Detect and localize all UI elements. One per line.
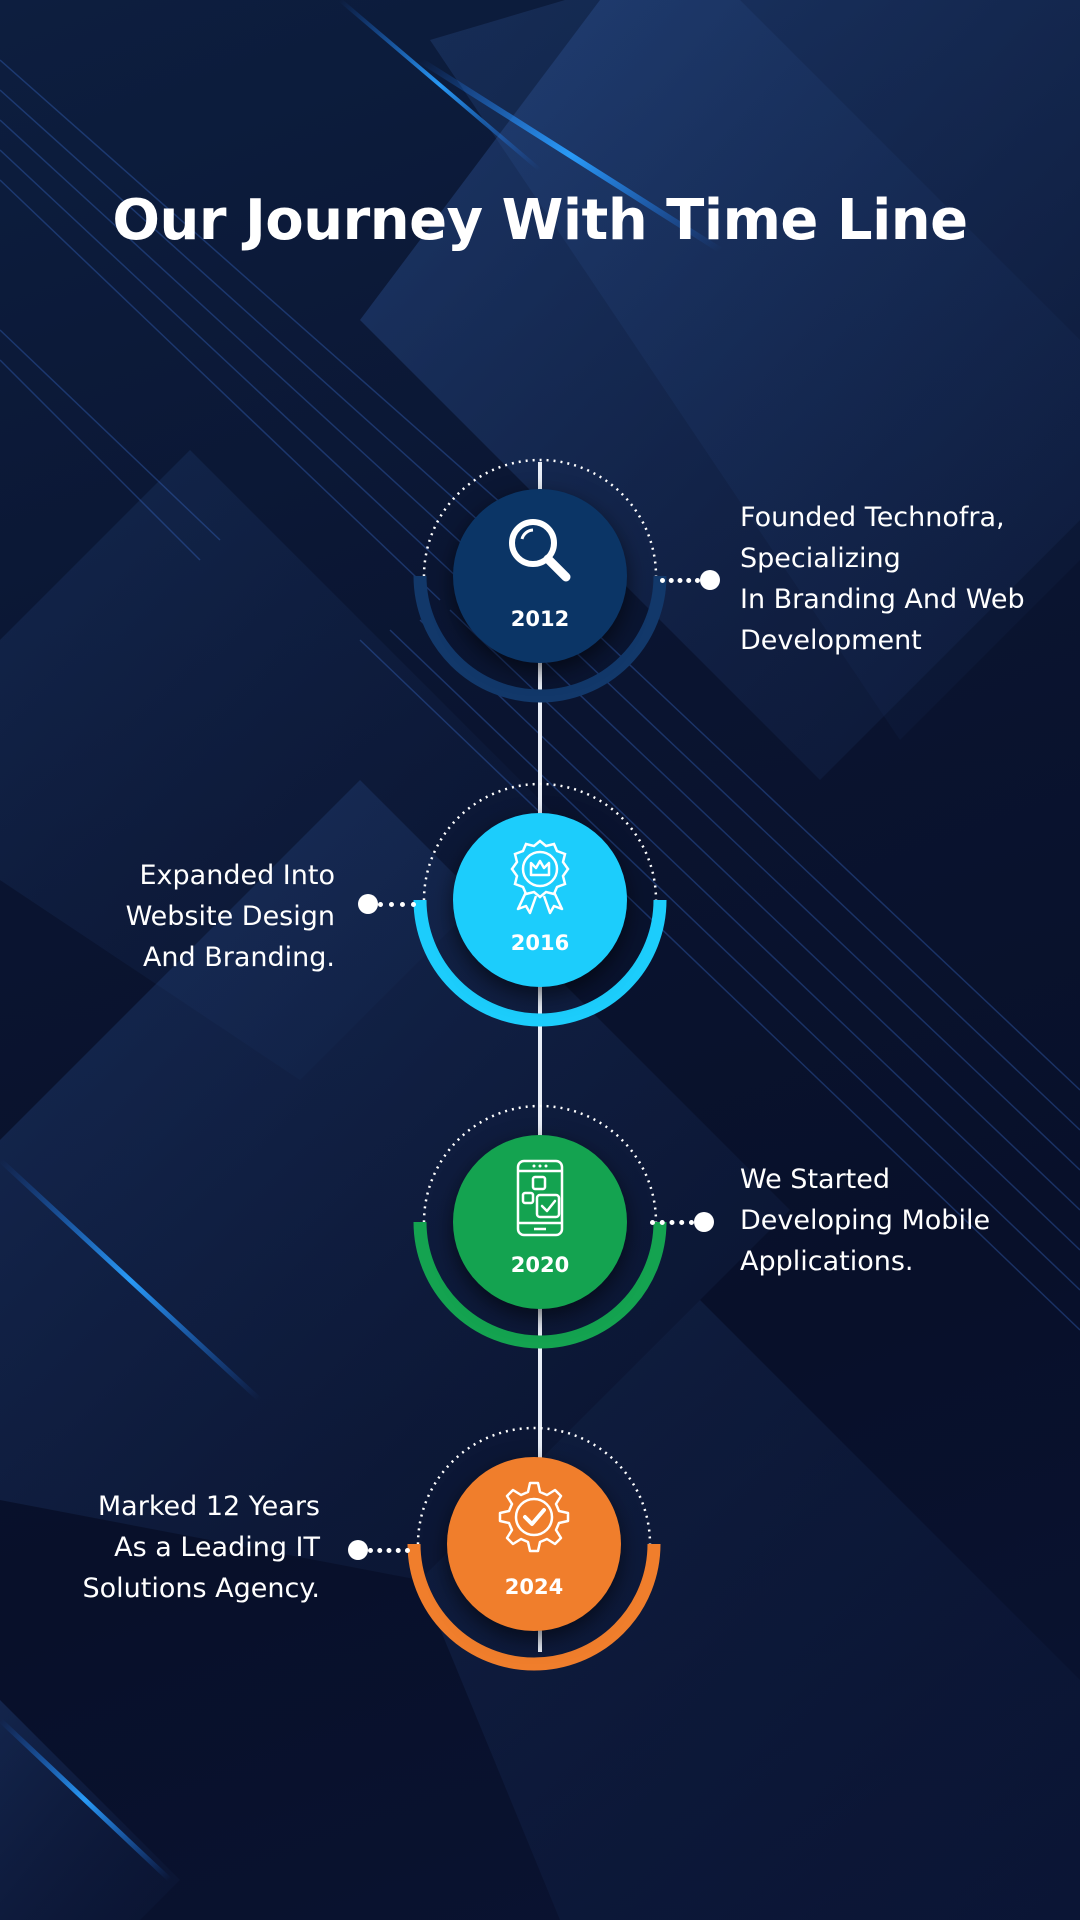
connector-2012 [660,570,720,590]
description-line: Expanded Into [139,860,336,891]
description-line: In Branding And Web [740,584,1025,615]
description-line: We Started [740,1164,891,1195]
description-line: Marked 12 Years [97,1491,320,1522]
milestone-node-2024: 2024 [404,1414,664,1674]
description-line: Developing Mobile [740,1205,991,1236]
timeline-axis [538,462,542,1652]
milestone-description-2024: Marked 12 Years As a Leading IT Solution… [20,1486,320,1609]
node-disc: 2012 [453,489,627,663]
node-disc: 2024 [447,1457,621,1631]
node-ring [407,1426,661,1671]
milestone-year: 2024 [504,1575,564,1599]
milestone-description-2016: Expanded Into Website Design And Brandin… [40,855,335,978]
milestone-node-2020: 2020 [410,1092,670,1352]
milestone-year: 2020 [510,1253,570,1277]
mobile-app-icon [516,1159,564,1237]
node-disc: 2016 [453,813,627,987]
node-ring [413,458,667,703]
description-line: Founded Technofra, [740,502,1005,533]
description-line: Specializing [740,543,901,574]
milestone-year: 2016 [510,931,570,955]
description-line: Applications. [740,1246,914,1277]
description-line: As a Leading IT [114,1532,320,1563]
description-line: Development [740,625,922,656]
milestone-node-2016: 2016 [410,770,670,1030]
magnifier-icon [509,519,571,582]
gear-check-icon [498,1481,570,1553]
description-line: And Branding. [142,942,335,973]
connector-2024 [348,1540,410,1560]
award-badge-icon [510,839,570,915]
connector-2016 [358,894,416,914]
page-title: Our Journey With Time Line [112,188,968,253]
description-line: Solutions Agency. [82,1573,320,1604]
node-ring [413,782,667,1027]
node-disc: 2020 [453,1135,627,1309]
description-line: Website Design [125,901,335,932]
milestone-description-2012: Founded Technofra, Specializing In Brand… [740,497,1025,661]
milestone-year: 2012 [510,607,570,631]
milestone-description-2020: We Started Developing Mobile Application… [740,1159,990,1282]
connector-2020 [650,1212,714,1232]
milestone-node-2012: 2012 [410,446,670,706]
